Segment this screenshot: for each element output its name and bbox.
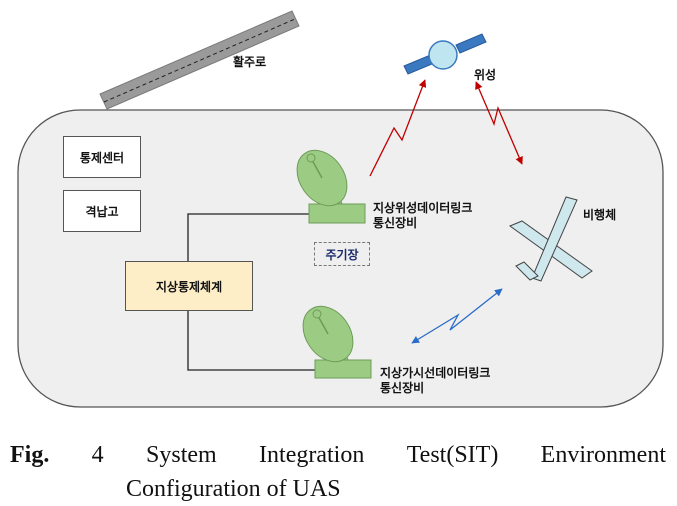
los-equipment-label-line2: 통신장비 — [380, 381, 425, 395]
ground-control-system-box: 지상통제체계 — [125, 261, 253, 311]
caption-word-2: Integration — [259, 442, 365, 468]
satcom-equipment-label-line1: 지상위성데이터링크 — [373, 201, 473, 215]
caption-number: 4 — [91, 442, 104, 468]
caption-prefix: Fig. — [10, 442, 50, 468]
hangar-box: 격납고 — [63, 190, 141, 232]
satcom-equipment-label-line2: 통신장비 — [373, 216, 418, 230]
control-center-box: 통제센터 — [63, 136, 141, 178]
apron-label: 주기장 — [314, 242, 370, 266]
satcom-dish-icon — [296, 149, 366, 224]
aircraft-icon — [508, 196, 593, 282]
caption-word-1: System — [146, 442, 217, 468]
runway-label: 활주로 — [233, 55, 267, 69]
caption-word-3: Test(SIT) — [406, 442, 499, 468]
los-dish-icon — [302, 305, 372, 379]
satcom-uplink-arrow — [369, 79, 427, 177]
aircraft-label: 비행체 — [583, 208, 617, 222]
los-link-arrow — [411, 288, 503, 344]
los-equipment-label-line1: 지상가시선데이터링크 — [380, 366, 491, 380]
runway — [99, 10, 300, 110]
satellite-label: 위성 — [474, 68, 497, 82]
satellite-icon — [403, 33, 487, 75]
figure-caption: Fig. 4 System Integration Test(SIT) Envi… — [10, 438, 666, 506]
satellite-aircraft-arrow — [475, 81, 523, 165]
caption-word-4: Environment — [540, 442, 666, 468]
caption-line2: Configuration of UAS — [126, 476, 341, 502]
